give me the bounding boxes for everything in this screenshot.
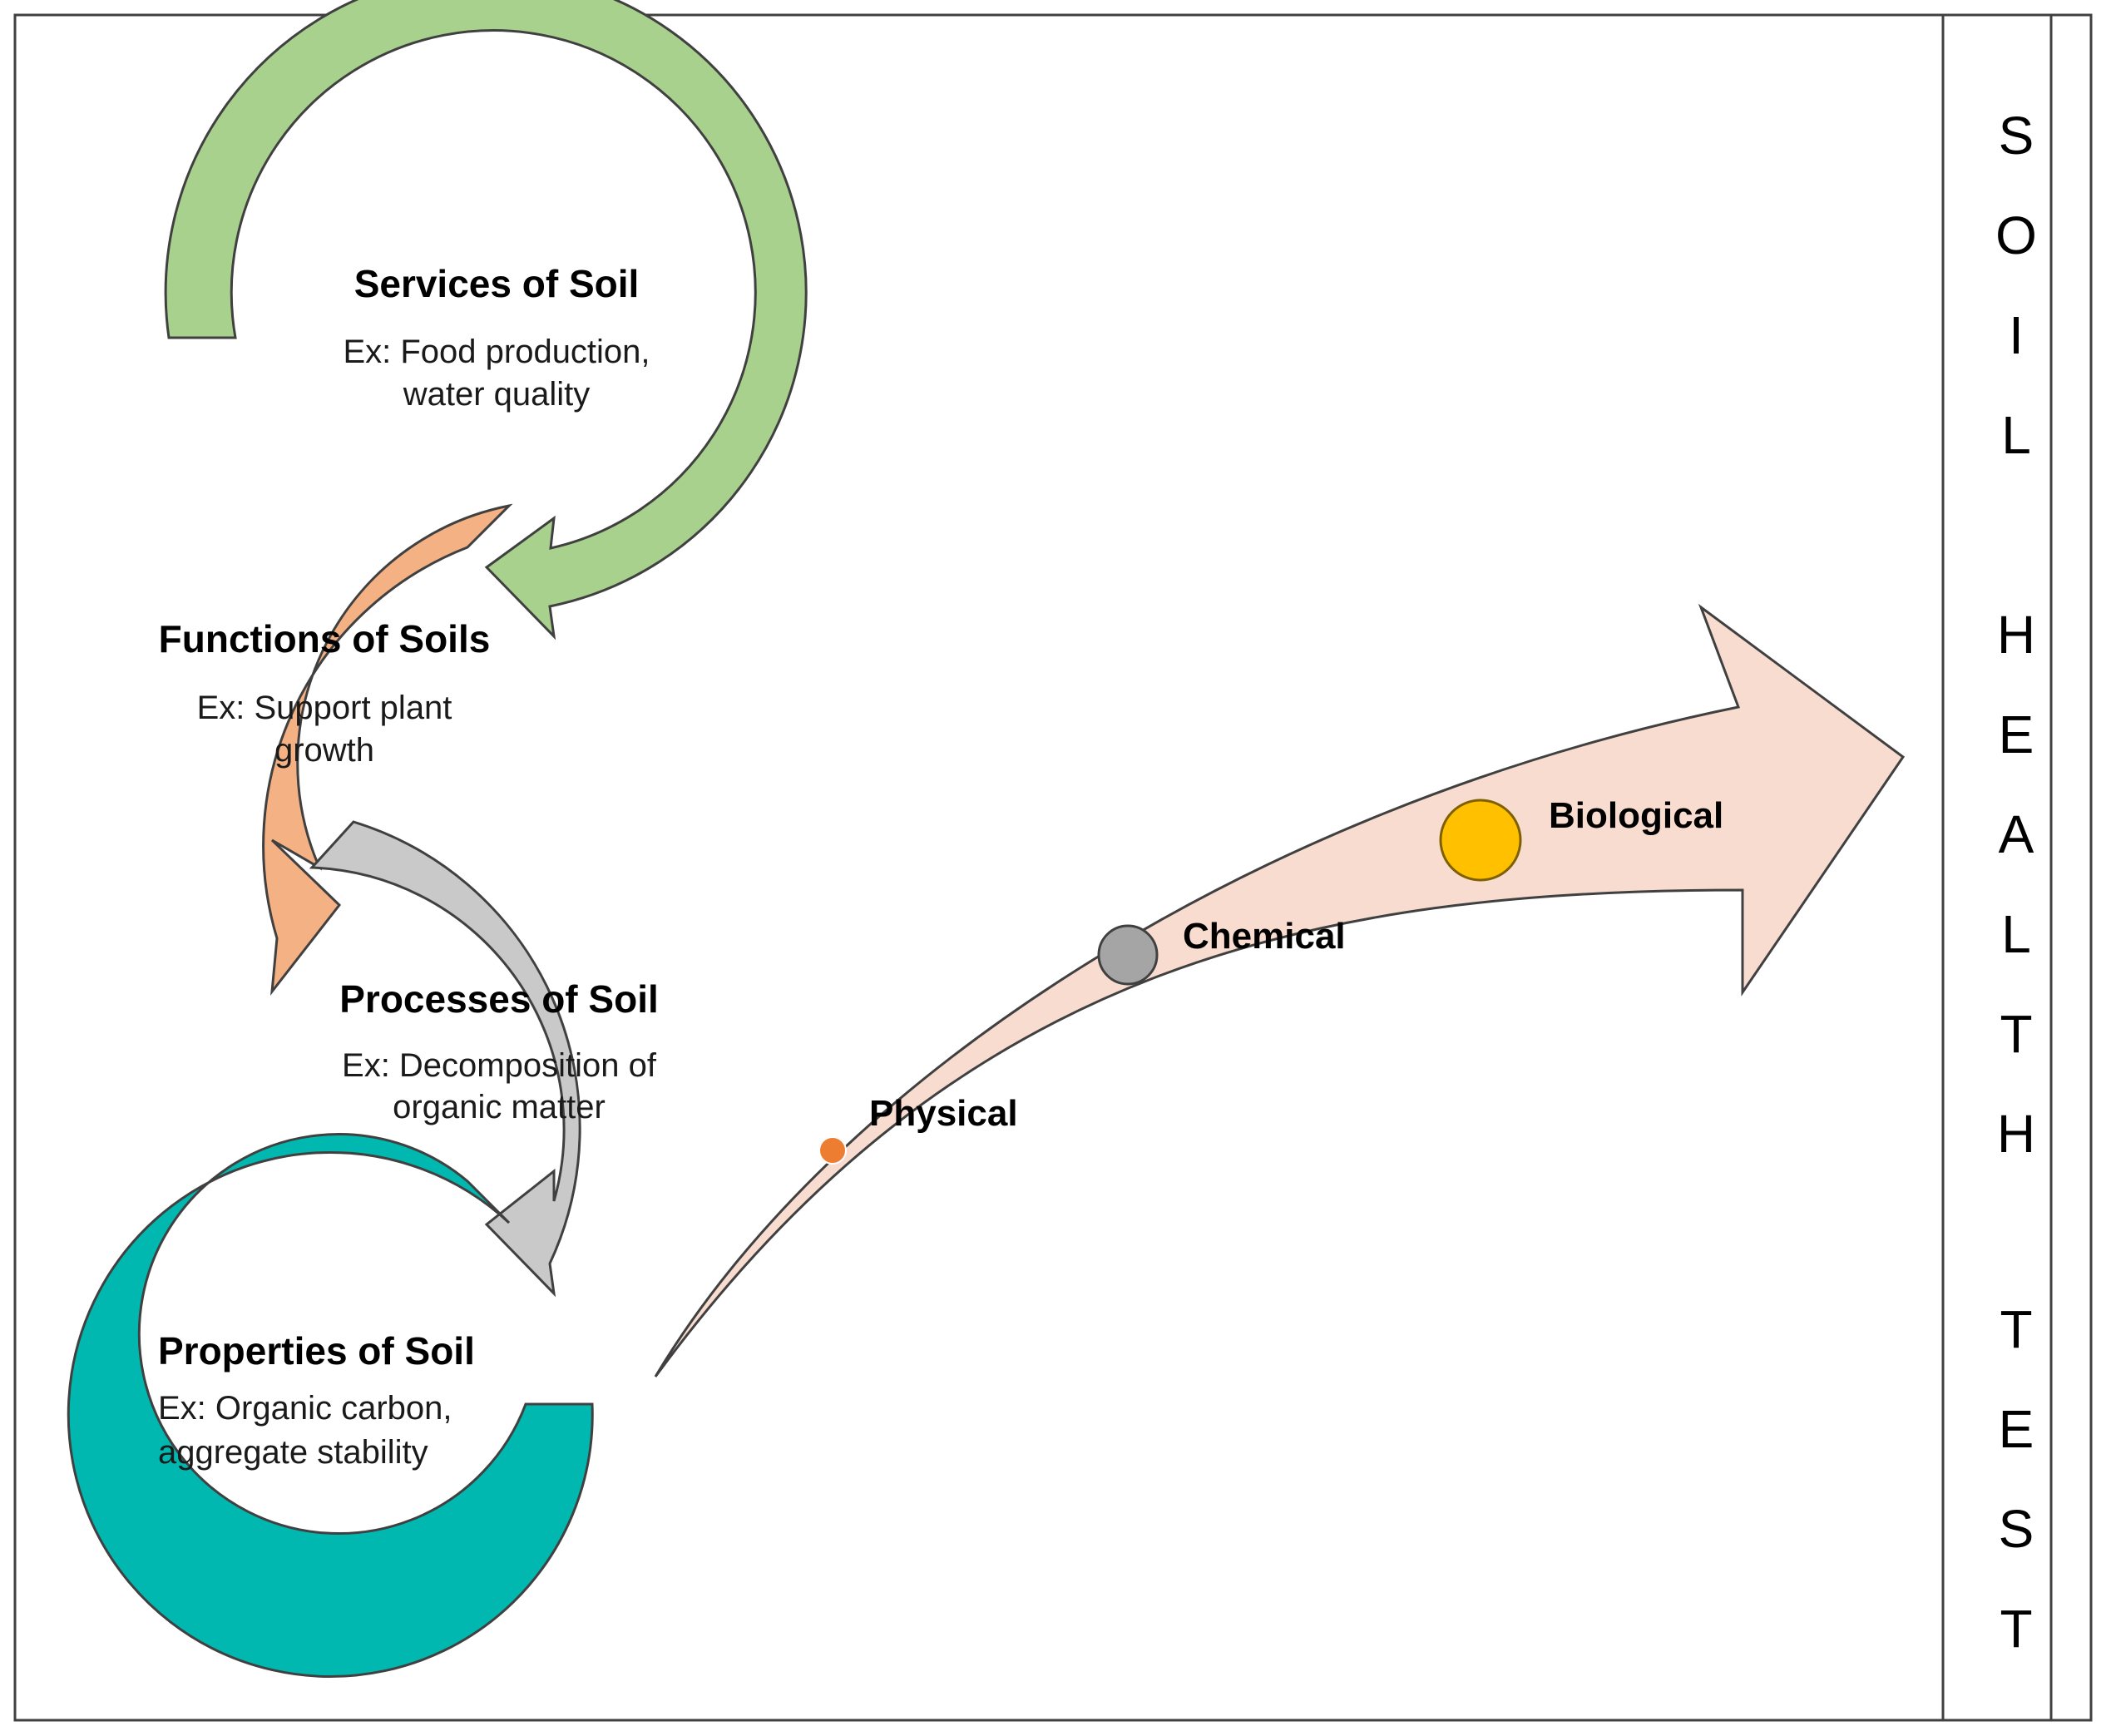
stage-example-line: aggregate stability xyxy=(158,1434,428,1471)
stage-title: Functions of Soils xyxy=(159,617,491,660)
stage-example-line: Ex: Food production, xyxy=(343,334,650,370)
functions-arc-arrow xyxy=(262,503,513,996)
indicator-label: Chemical xyxy=(1183,916,1346,957)
side-letter: L xyxy=(2001,904,2031,964)
indicator-physical: Physical xyxy=(818,1093,1018,1165)
indicator-arrow xyxy=(654,603,1906,1377)
stage-example-line: Ex: Support plant xyxy=(197,690,452,726)
indicator-biological: Biological xyxy=(1439,795,1723,882)
stage-example-line: Ex: Organic carbon, xyxy=(158,1390,452,1427)
side-letter: T xyxy=(2000,1599,2032,1659)
side-letter: S xyxy=(1999,1499,2034,1559)
indicator-chemical: Chemical xyxy=(1097,916,1346,986)
processes-arc-arrow xyxy=(309,820,581,1298)
stage-example-line: water quality xyxy=(403,376,591,413)
indicator-label: Physical xyxy=(869,1093,1018,1134)
stage-example-line: organic matter xyxy=(393,1089,606,1125)
stage-properties: Properties of Soil Ex: Organic carbon, a… xyxy=(158,1329,475,1471)
stage-example-line: Ex: Decomposition of xyxy=(342,1047,657,1084)
stage-processes: Processes of Soil Ex: Decomposition of o… xyxy=(339,977,659,1125)
stage-title: Processes of Soil xyxy=(339,977,659,1021)
stage-functions: Functions of Soils Ex: Support plant gro… xyxy=(159,617,491,769)
indicator-dot xyxy=(1097,924,1159,986)
side-letter: A xyxy=(1999,804,2034,864)
side-letter: T xyxy=(2000,1004,2032,1064)
stage-services: Services of Soil Ex: Food production, wa… xyxy=(343,262,650,413)
side-letter: O xyxy=(1995,205,2037,265)
indicator-dot xyxy=(1439,799,1522,882)
indicator-dot xyxy=(818,1136,847,1165)
side-letter: H xyxy=(1997,605,2035,665)
properties-ring xyxy=(67,1133,594,1678)
outer-frame xyxy=(13,13,2093,1722)
stage-example-line: growth xyxy=(274,732,374,769)
side-panel-title: S O I L H E A L T H T E S T xyxy=(1995,106,2037,1659)
side-letter: T xyxy=(2000,1299,2032,1359)
stage-title: Services of Soil xyxy=(354,262,640,305)
side-letter: I xyxy=(2009,305,2024,365)
stage-title: Properties of Soil xyxy=(158,1329,475,1372)
side-letter: H xyxy=(1997,1104,2035,1164)
side-letter: S xyxy=(1999,106,2034,166)
services-arc-arrow xyxy=(164,0,808,640)
side-panel xyxy=(1941,13,2053,1722)
side-letter: E xyxy=(1999,1399,2034,1459)
side-letter: L xyxy=(2001,405,2031,465)
indicator-label: Biological xyxy=(1549,795,1723,836)
side-letter: E xyxy=(1999,705,2034,764)
